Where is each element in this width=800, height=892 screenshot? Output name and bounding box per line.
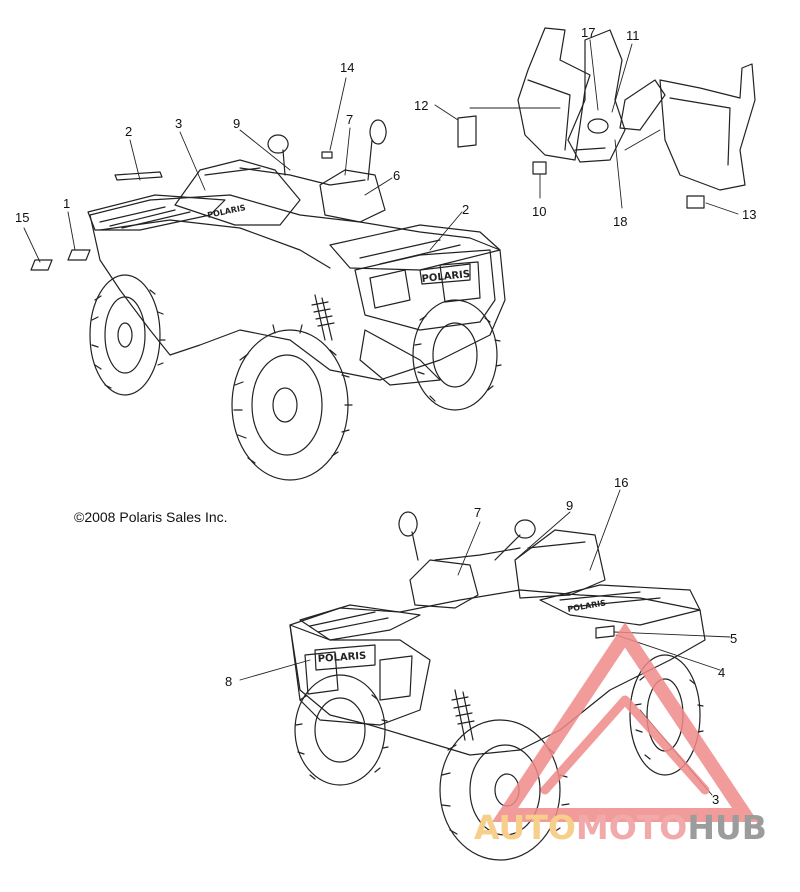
callout-16: 16: [614, 475, 628, 490]
callout-8: 8: [225, 674, 232, 689]
callout-2-top-right: 2: [462, 202, 469, 217]
callout-5: 5: [730, 631, 737, 646]
callout-1: 1: [63, 196, 70, 211]
polaris-bumper-label: POLARIS: [421, 269, 470, 285]
callout-7-bottom: 7: [474, 505, 481, 520]
watermark-logo-part-2: MOTO: [575, 808, 688, 847]
callout-3-bottom: 3: [712, 792, 719, 807]
watermark-logo-part-3: HUB: [687, 808, 767, 847]
callout-7-top: 7: [346, 112, 353, 127]
callout-18: 18: [613, 214, 627, 229]
callout-12: 12: [414, 98, 428, 113]
polaris-decal-label: POLARIS: [207, 203, 247, 220]
exploded-panels-illustration: [457, 27, 756, 209]
callout-15: 15: [15, 210, 29, 225]
callout-6: 6: [393, 168, 400, 183]
atv-bottom-illustration: POLARIS POLARIS: [289, 511, 706, 861]
polaris-grille-label: POLARIS: [317, 651, 366, 665]
watermark-logo-part-1: AUTO: [474, 808, 576, 847]
callout-9-top: 9: [233, 116, 240, 131]
watermark-triangle: [491, 622, 759, 822]
callout-4: 4: [718, 665, 725, 680]
callout-3-top: 3: [175, 116, 182, 131]
polaris-side-decal-label: POLARIS: [567, 598, 607, 614]
leader-lines: [23, 39, 739, 796]
atv-top-illustration: POLARIS POLARIS: [30, 119, 506, 481]
callout-13: 13: [742, 207, 756, 222]
callout-9-bottom: 9: [566, 498, 573, 513]
callout-14: 14: [340, 60, 354, 75]
copyright-notice: ©2008 Polaris Sales Inc.: [74, 509, 228, 525]
callout-11: 11: [626, 28, 640, 43]
callout-2-top-left: 2: [125, 124, 132, 139]
callout-10: 10: [532, 204, 546, 219]
callout-labels: 1 2 3 9 14 7 6 2 15 12 17 11 10 18 13 16…: [15, 25, 756, 807]
callout-17: 17: [581, 25, 595, 40]
watermark-logo: AUTOMOTOHUB: [474, 808, 767, 848]
